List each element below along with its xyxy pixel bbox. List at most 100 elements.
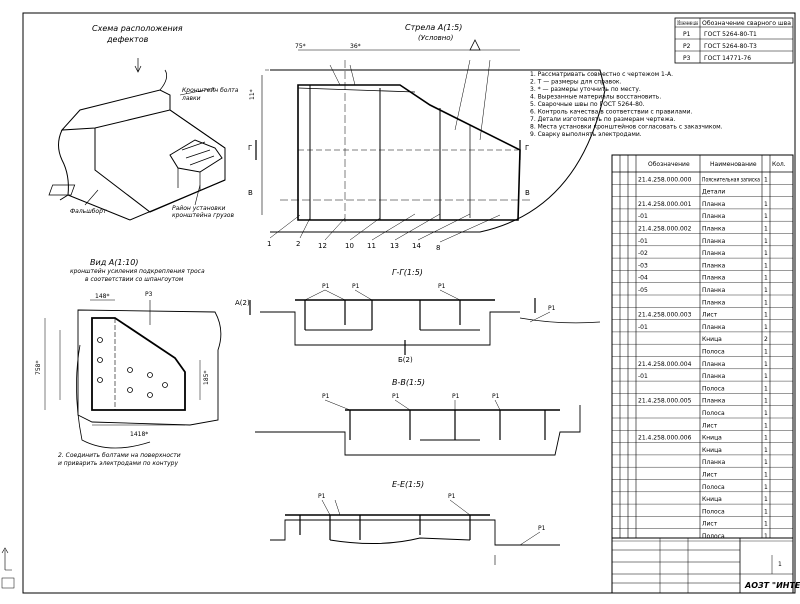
- note-line: 6. Контроль качества в соответствии с пр…: [530, 109, 693, 116]
- spec-row-name: Пояснительная записка: [702, 176, 760, 183]
- spec-row-name: Планка: [702, 213, 726, 220]
- front-view-subtitle: (Условно): [418, 34, 454, 42]
- svg-text:В: В: [248, 189, 253, 197]
- spec-row-name: Планка: [702, 287, 726, 294]
- detail-bottom-note-1: 2. Соединить болтами на поверхности: [58, 452, 181, 459]
- note-line: 2. Т — размеры для справок.: [530, 79, 621, 86]
- svg-text:Р1: Р1: [352, 283, 360, 290]
- weld-table-header-2: Обозначение сварного шва: [702, 20, 791, 27]
- spec-row-qty: 1: [764, 459, 768, 466]
- weld-row-1-std: ГОСТ 5264-80-Т1: [704, 31, 757, 38]
- weld-table: Обозначение шва Обозначение сварного шва…: [674, 17, 794, 64]
- detail-view-title: Вид А(1:10): [90, 258, 138, 267]
- spec-row-designation: 21.4.258.000.006: [638, 435, 692, 442]
- spec-row-qty: 1: [764, 496, 768, 503]
- svg-text:1418*: 1418*: [130, 431, 148, 438]
- scheme-label-zone-1: Район установки: [172, 205, 225, 212]
- spec-row-designation: -04: [638, 275, 648, 282]
- spec-row-name: Планка: [702, 275, 726, 282]
- section-v-label: В-В(1:5): [392, 378, 425, 387]
- front-callout-4: 10: [345, 242, 354, 250]
- spec-row-name: Планка: [702, 361, 726, 368]
- spec-row-name: Планка: [702, 201, 726, 208]
- svg-text:Р1: Р1: [548, 305, 556, 312]
- weld-row-3-std: ГОСТ 14771-76: [704, 55, 751, 62]
- svg-text:758*: 758*: [35, 361, 42, 375]
- spec-row-name: Планка: [702, 226, 726, 233]
- spec-row-qty: 1: [764, 262, 768, 269]
- title-sheet-number: 1: [778, 561, 782, 568]
- spec-row-name: Кница: [702, 336, 722, 343]
- spec-row-name: Планка: [702, 250, 726, 257]
- spec-row-designation: 21.4.258.000.000: [638, 176, 692, 183]
- svg-text:Р1: Р1: [448, 493, 456, 500]
- spec-row-qty: 1: [764, 201, 768, 208]
- spec-row-qty: 1: [764, 299, 768, 306]
- front-callout-1: 1: [267, 240, 271, 248]
- spec-row-designation: 21.4.258.000.001: [638, 201, 692, 208]
- spec-row-name: Лист: [702, 422, 718, 429]
- weld-row-2-code: Р2: [683, 43, 691, 50]
- spec-row-name: Полоса: [702, 508, 725, 515]
- spec-row-name: Планка: [702, 262, 726, 269]
- section-g-label: Г-Г(1:5): [392, 268, 423, 277]
- spec-row-designation: 21.4.258.000.005: [638, 398, 692, 405]
- spec-row-qty: 1: [764, 324, 768, 331]
- technical-notes: 1. Рассматривать совместно с чертежом 1-…: [530, 71, 723, 138]
- front-view: Стрела А(1:5) (Условно) 11* Г В Г В 75* …: [248, 23, 606, 252]
- spec-header-qty: Кол.: [772, 161, 786, 168]
- note-line: 8. Места установки кронштейнов согласова…: [530, 124, 723, 131]
- spec-table: Обозначение Наименование Кол. 21.4.258.0…: [611, 154, 794, 542]
- front-callout-5: 11: [367, 242, 376, 250]
- scheme-title-1: Схема расположения: [92, 24, 183, 33]
- svg-text:75*: 75*: [295, 43, 306, 50]
- title-block: 1 АОЗТ "ИНТЕК": [611, 537, 800, 594]
- front-callout-3: 12: [318, 242, 327, 250]
- spec-row-designation: -01: [638, 373, 648, 380]
- spec-row-qty: 1: [764, 472, 768, 479]
- svg-text:В: В: [525, 189, 530, 197]
- svg-text:Р1: Р1: [492, 393, 500, 400]
- spec-row-designation: -03: [638, 262, 648, 269]
- spec-row-designation: 21.4.258.000.002: [638, 226, 692, 233]
- spec-row-qty: 2: [764, 336, 768, 343]
- spec-row-qty: 1: [764, 226, 768, 233]
- spec-row-qty: 1: [764, 422, 768, 429]
- note-line: 7. Детали изготовлять по размерам чертеж…: [530, 116, 675, 123]
- spec-row-name: Планка: [702, 398, 726, 405]
- spec-row-qty: 1: [764, 385, 768, 392]
- weld-row-3-code: Р3: [683, 55, 691, 62]
- front-callout-8: 8: [436, 244, 440, 252]
- scheme-label-fitting2: лавки: [181, 95, 201, 102]
- spec-row-designation: -02: [638, 250, 648, 257]
- spec-row-qty: 1: [764, 287, 768, 294]
- spec-row-qty: 1: [764, 410, 768, 417]
- section-g-marker: А(2): [235, 299, 250, 307]
- spec-row-name: Детали: [702, 189, 725, 196]
- svg-text:Р1: Р1: [452, 393, 460, 400]
- spec-row-qty: 1: [764, 508, 768, 515]
- spec-row-name: Кница: [702, 447, 722, 454]
- note-line: 5. Сварочные швы по ГОСТ 5264-80.: [530, 101, 645, 108]
- spec-header-name: Наименование: [710, 161, 757, 168]
- spec-row-designation: -01: [638, 324, 648, 331]
- svg-text:Р1: Р1: [538, 525, 546, 532]
- spec-row-designation: -05: [638, 287, 648, 294]
- svg-text:Р1: Р1: [438, 283, 446, 290]
- spec-row-name: Полоса: [702, 385, 725, 392]
- spec-row-name: Полоса: [702, 484, 725, 491]
- spec-row-name: Планка: [702, 324, 726, 331]
- spec-row-qty: 1: [764, 238, 768, 245]
- spec-row-name: Планка: [702, 373, 726, 380]
- spec-row-qty: 1: [764, 521, 768, 528]
- front-callout-6: 13: [390, 242, 399, 250]
- note-line: 4. Вырезанные материалы восстановить.: [530, 94, 661, 101]
- defect-scheme: Схема расположения дефектов Кронштейн бо…: [48, 24, 239, 221]
- detail-view-note-2: в соответствии со шпангоутом: [85, 276, 184, 283]
- svg-text:11*: 11*: [249, 89, 256, 100]
- spec-row-qty: 1: [764, 361, 768, 368]
- svg-text:Г: Г: [248, 144, 252, 152]
- spec-row-name: Лист: [702, 312, 718, 319]
